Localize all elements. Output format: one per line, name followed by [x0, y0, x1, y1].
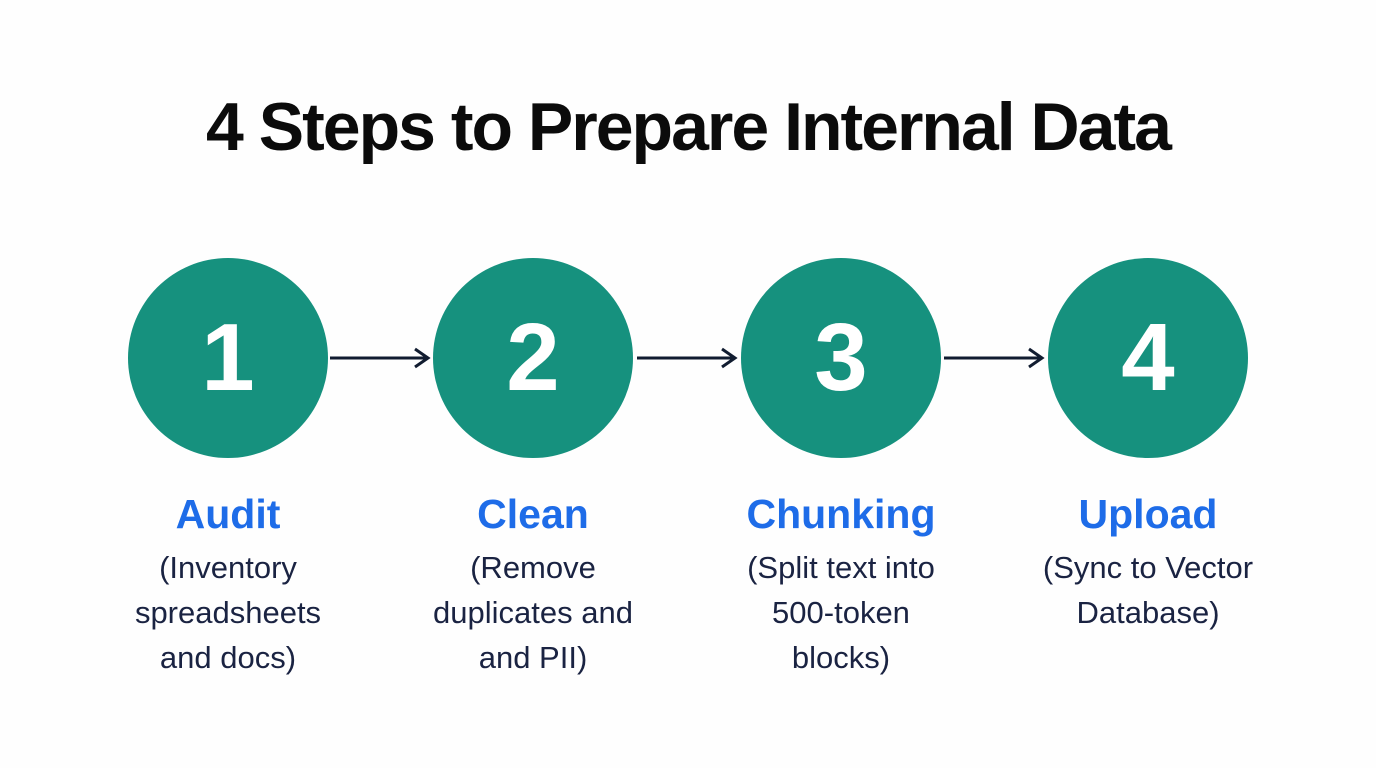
step-1-description: (Inventory spreadsheets and docs)	[134, 550, 322, 676]
step-chunking: 3 Chunking (Split text into 500-token bl…	[681, 258, 1001, 680]
step-4-number: 4	[1121, 304, 1175, 411]
right-arrow-icon	[636, 345, 740, 371]
step-3-circle: 3	[741, 258, 941, 458]
step-3-number: 3	[814, 304, 868, 411]
step-3-label: Chunking	[746, 491, 936, 537]
right-arrow-icon	[329, 345, 433, 371]
step-clean: 2 Clean (Remove duplicates and and PII)	[373, 258, 693, 680]
step-2-circle: 2	[433, 258, 633, 458]
step-1-number: 1	[201, 304, 255, 411]
step-2-number: 2	[506, 304, 560, 411]
step-1-circle: 1	[128, 258, 328, 458]
step-audit: 1 Audit (Inventory spreadsheets and docs…	[68, 258, 388, 680]
step-3-description: (Split text into 500-token blocks)	[747, 550, 935, 676]
step-2-label: Clean	[477, 491, 589, 537]
step-upload: 4 Upload (Sync to Vector Database)	[988, 258, 1308, 635]
step-4-description: (Sync to Vector Database)	[1042, 550, 1254, 631]
right-arrow-icon	[943, 345, 1047, 371]
page-title: 4 Steps to Prepare Internal Data	[206, 89, 1172, 165]
step-4-circle: 4	[1048, 258, 1248, 458]
step-4-label: Upload	[1078, 491, 1218, 537]
step-1-label: Audit	[175, 491, 281, 537]
step-2-description: (Remove duplicates and and PII)	[433, 550, 633, 676]
